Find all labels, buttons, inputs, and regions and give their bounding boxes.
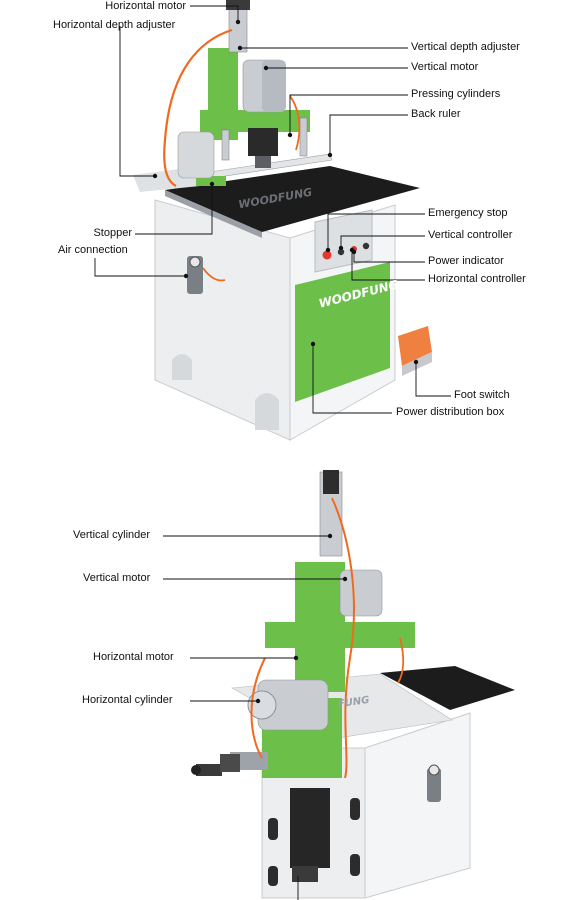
air-hose	[397, 637, 405, 684]
air-hose	[202, 267, 226, 282]
label-stopper: Stopper	[93, 227, 132, 239]
air-hose	[163, 28, 233, 187]
air-hose	[289, 95, 301, 151]
label-vertical-motor: Vertical motor	[411, 61, 479, 73]
vertical-cylinder-cap	[226, 0, 250, 10]
green-stopper-block	[196, 176, 226, 186]
label-power-indicator: Power indicator	[428, 255, 504, 267]
label-pressing-cylinders: Pressing cylinders	[411, 88, 501, 100]
label-vertical-depth-adjuster: Vertical depth adjuster	[411, 41, 520, 53]
cabinet-slot	[268, 818, 278, 840]
label-air-connection: Air connection	[58, 244, 128, 256]
top-machine-illustration	[133, 0, 432, 441]
cabinet-side	[364, 712, 471, 899]
top-product-view: WOODFUNG WOODFUNG Horizontal motor Horiz…	[53, 0, 526, 441]
bottom-product-view: FUNG Vertical cylinder Vertical motor Ho…	[0, 458, 578, 900]
label-foot-switch: Foot switch	[454, 389, 510, 401]
emergency-stop-button	[322, 250, 332, 260]
drill-bits	[255, 156, 271, 168]
work-table	[165, 166, 420, 232]
air-regulator-gauge	[428, 764, 440, 776]
green-beam	[265, 622, 415, 648]
vertical-cylinder-top	[323, 470, 339, 494]
label-horizontal-motor: Horizontal motor	[105, 0, 186, 12]
pressing-cylinder-left	[221, 129, 230, 161]
horizontal-motor-housing	[177, 131, 215, 179]
horizontal-drill-chuck	[196, 764, 222, 776]
label-vertical-controller: Vertical controller	[428, 229, 513, 241]
power-distribution-door	[295, 262, 390, 402]
work-table-edge	[165, 190, 262, 238]
label-vertical-cylinder: Vertical cylinder	[73, 529, 151, 541]
work-table	[380, 666, 515, 710]
cabinet-leg-cutout	[172, 354, 192, 380]
horizontal-drill-tip	[191, 765, 201, 775]
bottom-foot	[292, 866, 318, 882]
horizontal-drill-chuck	[220, 754, 240, 772]
air-hose	[331, 497, 355, 779]
vertical-motor	[339, 569, 383, 617]
cabinet-slot	[350, 854, 360, 876]
label-horizontal-cylinder: Horizontal cylinder	[82, 694, 173, 706]
label-horizontal-controller: Horizontal controller	[428, 273, 526, 285]
cabinet-leg-cutout	[255, 393, 279, 430]
bottom-callout-lines	[163, 533, 348, 900]
bottom-machine-illustration	[191, 470, 515, 899]
label-power-distribution-box: Power distribution box	[396, 406, 505, 418]
cabinet-slot	[268, 866, 278, 886]
inner-motor-dark	[290, 788, 330, 868]
vertical-controller-knob	[337, 248, 345, 256]
air-hose	[250, 657, 266, 759]
drill-gearbox	[248, 128, 278, 156]
air-regulator	[427, 768, 441, 802]
vertical-motor-fan-cap	[262, 60, 286, 112]
horizontal-motor-fan	[247, 690, 277, 720]
top-callout-lines	[94, 5, 451, 414]
cabinet-slot	[350, 798, 360, 820]
foot-switch	[398, 326, 432, 366]
label-vertical-motor: Vertical motor	[83, 572, 151, 584]
label-back-ruler: Back ruler	[411, 108, 461, 120]
green-beam	[200, 110, 310, 132]
label-horizontal-motor: Horizontal motor	[93, 651, 174, 663]
label-emergency-stop: Emergency stop	[428, 207, 508, 219]
foot-switch-base	[402, 352, 432, 376]
pressing-cylinder-right	[299, 117, 308, 157]
air-regulator-gauge	[189, 256, 201, 268]
horizontal-controller-knob	[362, 242, 370, 250]
vertical-cylinder	[228, 0, 248, 53]
label-horizontal-depth-adjuster: Horizontal depth adjuster	[53, 19, 176, 31]
